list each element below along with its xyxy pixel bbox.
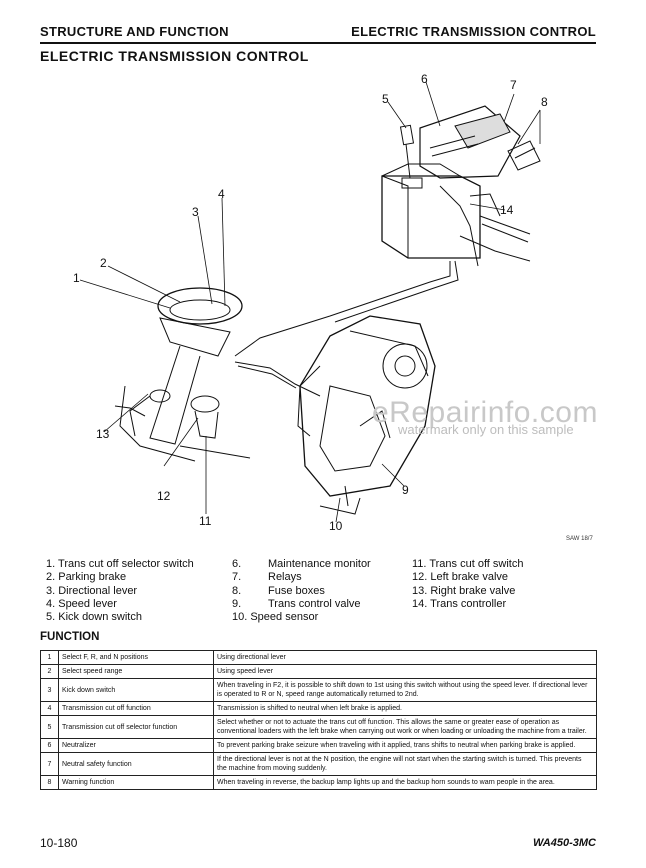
callout-numbers: 1 2 3 4 5 6 7 8 9 10 11 12 13 14 bbox=[73, 72, 548, 533]
callout-4: 4 bbox=[218, 187, 225, 201]
row-number: 8 bbox=[40, 775, 59, 790]
row-number: 3 bbox=[40, 678, 59, 702]
callout-13: 13 bbox=[96, 427, 110, 441]
callout-7: 7 bbox=[510, 78, 517, 92]
legend-item: 3. Directional lever bbox=[46, 584, 138, 597]
page-title: ELECTRIC TRANSMISSION CONTROL bbox=[40, 48, 309, 64]
function-name: Transmission cut off function bbox=[58, 701, 214, 716]
legend-item: 12. Left brake valve bbox=[412, 571, 509, 584]
page-header: STRUCTURE AND FUNCTION ELECTRIC TRANSMIS… bbox=[40, 24, 596, 44]
row-number: 2 bbox=[40, 664, 59, 679]
legend-item-number: 6. bbox=[232, 558, 242, 570]
function-heading: FUNCTION bbox=[40, 631, 100, 643]
wiring-harness bbox=[234, 235, 531, 397]
legend-item: 14. Trans controller bbox=[412, 597, 507, 610]
callout-14: 14 bbox=[500, 203, 514, 217]
legend-column-2-labels: Maintenance monitor Relays Fuse boxes Tr… bbox=[268, 558, 371, 611]
figure-code: SAW 18/7 bbox=[566, 536, 593, 542]
section-title: STRUCTURE AND FUNCTION bbox=[40, 24, 229, 39]
legend-column-3: 11. Trans cut off switch 12. Left brake … bbox=[412, 558, 523, 611]
function-name: Neutralizer bbox=[58, 738, 214, 753]
legend-item-label: Maintenance monitor bbox=[268, 558, 371, 570]
callout-leaders bbox=[79, 81, 541, 523]
function-name: Select speed range bbox=[58, 664, 214, 679]
legend-item-number: 8. bbox=[232, 584, 242, 597]
legend-item: 2. Parking brake bbox=[46, 571, 127, 584]
page-number: 10-180 bbox=[40, 836, 78, 850]
function-description: Using speed lever bbox=[213, 664, 597, 679]
steering-drawing bbox=[114, 287, 251, 462]
row-number: 4 bbox=[40, 701, 59, 716]
row-number: 1 bbox=[40, 650, 59, 665]
callout-9: 9 bbox=[402, 483, 409, 497]
callout-12: 12 bbox=[157, 489, 171, 503]
legend-item-label: Relays bbox=[268, 571, 302, 584]
callout-2: 2 bbox=[100, 256, 107, 270]
row-number: 5 bbox=[40, 715, 59, 739]
transmission-drawing bbox=[297, 315, 436, 515]
running-title: ELECTRIC TRANSMISSION CONTROL bbox=[351, 24, 596, 39]
watermark-note: watermark only on this sample bbox=[398, 422, 574, 437]
row-number: 6 bbox=[40, 738, 59, 753]
function-description: When traveling in F2, it is possible to … bbox=[213, 678, 597, 702]
function-name: Warning function bbox=[58, 775, 214, 790]
transmission-diagram: 1 2 3 4 5 6 7 8 9 10 11 12 13 14 bbox=[73, 72, 548, 533]
legend-item-label: Fuse boxes bbox=[268, 584, 325, 597]
function-name: Transmission cut off selector function bbox=[58, 715, 214, 739]
legend-item-number: 7. bbox=[232, 571, 242, 584]
legend-item: 5. Kick down switch bbox=[46, 611, 142, 624]
callout-11: 11 bbox=[199, 514, 212, 528]
callout-5: 5 bbox=[382, 92, 389, 106]
callout-8: 8 bbox=[541, 95, 548, 109]
callout-6: 6 bbox=[421, 72, 428, 86]
legend-item: 11. Trans cut off switch bbox=[412, 558, 524, 570]
legend-item: 4. Speed lever bbox=[46, 597, 117, 610]
legend-item: 13. Right brake valve bbox=[412, 584, 516, 597]
legend-column-2-numbers: 6. 7. 8. 9. 10. Speed sensor bbox=[232, 558, 318, 624]
row-number: 7 bbox=[40, 752, 59, 776]
callout-1: 1 bbox=[73, 271, 80, 285]
cab-console-drawing bbox=[381, 105, 541, 267]
callout-10: 10 bbox=[329, 519, 343, 533]
callout-3: 3 bbox=[192, 205, 199, 219]
function-name: Select F, R, and N positions bbox=[58, 650, 214, 665]
function-description: Using directional lever bbox=[213, 650, 597, 665]
function-description: Transmission is shifted to neutral when … bbox=[213, 701, 597, 716]
function-name: Neutral safety function bbox=[58, 752, 214, 776]
legend-item-label: Trans control valve bbox=[268, 597, 361, 610]
model-name: WA450-3MC bbox=[533, 837, 596, 849]
function-description: Select whether or not to actuate the tra… bbox=[213, 715, 597, 739]
function-description: If the directional lever is not at the N… bbox=[213, 752, 597, 776]
watermark-text: eRepairinfo.com bbox=[372, 396, 598, 429]
function-description: To prevent parking brake seizure when tr… bbox=[213, 738, 597, 753]
legend-item: 10. Speed sensor bbox=[232, 611, 319, 624]
legend-column-1: 1. Trans cut off selector switch 2. Park… bbox=[46, 558, 194, 624]
legend-item-number: 9. bbox=[232, 597, 242, 610]
function-description: When traveling in reverse, the backup la… bbox=[213, 775, 597, 790]
function-name: Kick down switch bbox=[58, 678, 214, 702]
legend-item: 1. Trans cut off selector switch bbox=[46, 558, 194, 570]
